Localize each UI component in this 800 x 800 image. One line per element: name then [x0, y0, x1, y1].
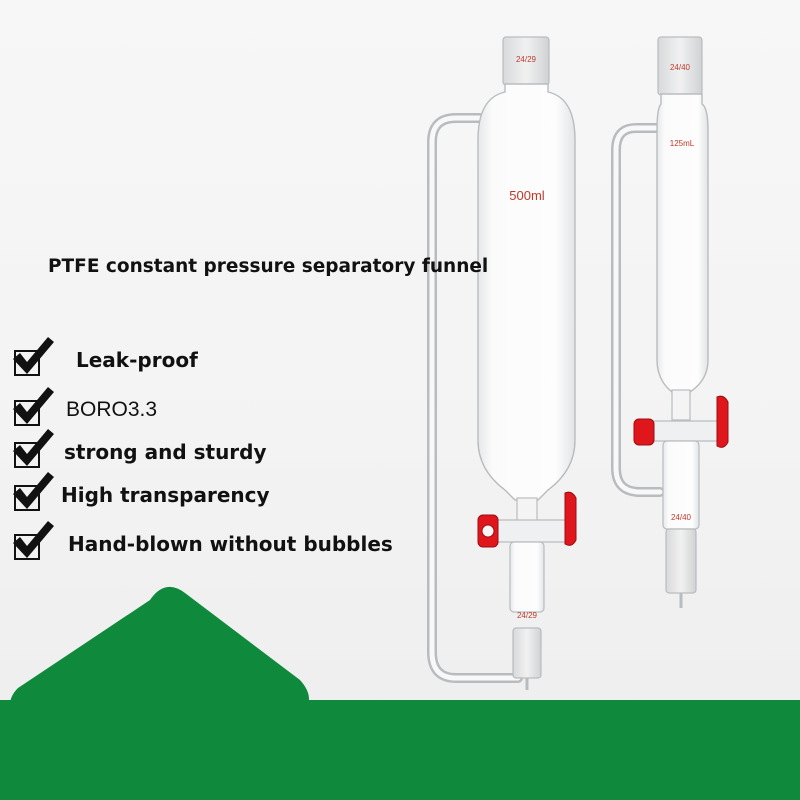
feature-label: BORO3.3 — [66, 398, 158, 421]
funnel-large-stopcock-handle[interactable] — [564, 491, 577, 546]
product-headline: PTFE constant pressure separatory funnel — [48, 256, 489, 277]
checkbox-icon — [14, 485, 40, 511]
funnel-small-stopcock-barrel — [645, 420, 725, 442]
feature-label: High transparency — [61, 483, 270, 507]
funnel-small-bottom-joint — [665, 528, 697, 594]
funnel-large-bottom-joint — [512, 627, 542, 679]
checkmark-icon — [13, 521, 54, 558]
checkmark-icon — [13, 337, 54, 374]
checkbox-icon — [14, 400, 40, 426]
checkmark-icon — [13, 429, 54, 466]
checkmark-icon — [13, 387, 54, 424]
funnel-small: 24/40 125mL 24/40 — [611, 36, 729, 608]
funnel-small-stopcock-nut[interactable] — [633, 418, 655, 446]
checkbox-icon — [14, 442, 40, 468]
feature-label: Leak-proof — [76, 348, 198, 372]
checkmark-icon — [13, 472, 54, 509]
funnel-large-joint-top-label: 24/29 — [516, 55, 537, 64]
feature-label: strong and sturdy — [64, 440, 267, 464]
funnel-small-stopcock-handle[interactable] — [716, 395, 729, 448]
funnel-large-stopcock-barrel — [491, 519, 573, 543]
funnel-large-volume-label: 500ml — [509, 188, 545, 203]
funnel-small-joint-top-label: 24/40 — [670, 63, 691, 72]
funnel-large-joint-bottom-label: 24/29 — [517, 611, 538, 620]
checkbox-icon — [14, 350, 40, 376]
funnel-large: 24/29 500ml 24/29 — [427, 36, 577, 690]
funnel-small-volume-label: 125mL — [670, 139, 695, 148]
feature-label: Hand-blown without bubbles — [68, 532, 393, 556]
checkbox-icon — [14, 534, 40, 560]
green-diamond-badge — [10, 586, 309, 800]
funnel-small-joint-bottom-label: 24/40 — [671, 513, 692, 522]
funnel-large-body — [477, 83, 576, 501]
